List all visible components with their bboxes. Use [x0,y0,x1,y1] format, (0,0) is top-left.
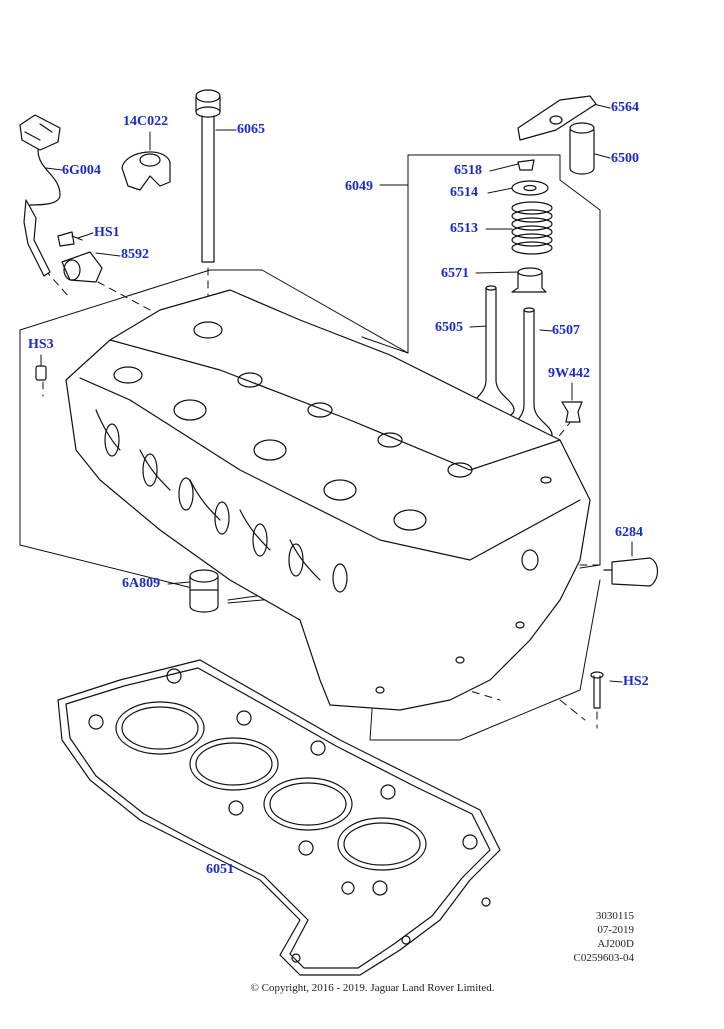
callout-6564[interactable]: 6564 [611,100,639,115]
dowel-hs3-part [35,365,47,381]
callout-6051[interactable]: 6051 [206,862,234,877]
valve-9w442-part [561,401,583,423]
bolt-hs2-part [590,671,604,709]
sensor-6284-part [603,557,659,587]
callout-6065[interactable]: 6065 [237,122,265,137]
callout-6a809[interactable]: 6A809 [122,576,161,591]
callout-hs2[interactable]: HS2 [623,674,649,689]
callout-6514[interactable]: 6514 [450,185,478,200]
reference-line-1: 3030115 [595,910,634,922]
callout-6518[interactable]: 6518 [454,163,482,178]
callout-8592[interactable]: 8592 [121,247,149,262]
spring-6513 [511,201,553,255]
reference-line-2: 07-2019 [597,924,634,936]
callout-6049[interactable]: 6049 [345,179,373,194]
callout-hs3[interactable]: HS3 [28,337,54,352]
cylinder-head-body [65,289,591,711]
callout-6284[interactable]: 6284 [615,525,643,540]
bush-6a809-part [189,569,219,613]
callout-9w442[interactable]: 9W442 [548,366,590,381]
bolt-hs1-and-sensor-8592 [57,231,103,283]
callout-6513[interactable]: 6513 [450,221,478,236]
sensor-6g004-part [19,114,61,277]
bolt-6065-part [195,89,221,263]
leader-lines [40,103,633,859]
callout-6505[interactable]: 6505 [435,320,463,335]
callout-6500[interactable]: 6500 [611,151,639,166]
valve-train-stack [511,159,553,293]
reference-line-3: AJ200D [597,938,634,950]
clip-14c022-part [121,151,171,191]
copyright-notice: © Copyright, 2016 - 2019. Jaguar Land Ro… [250,982,495,994]
callout-hs1[interactable]: HS1 [94,225,120,240]
head-gasket-6051-part [57,659,501,976]
callout-6571[interactable]: 6571 [441,266,469,281]
rocker-and-lifter [517,95,597,175]
callout-14c022[interactable]: 14C022 [123,114,169,129]
reference-block: 3030115 07-2019 AJ200D C0259603-04 [560,909,635,965]
reference-line-4: C0259603-04 [573,952,635,964]
callout-6g004[interactable]: 6G004 [62,163,101,178]
callout-6507[interactable]: 6507 [552,323,580,338]
